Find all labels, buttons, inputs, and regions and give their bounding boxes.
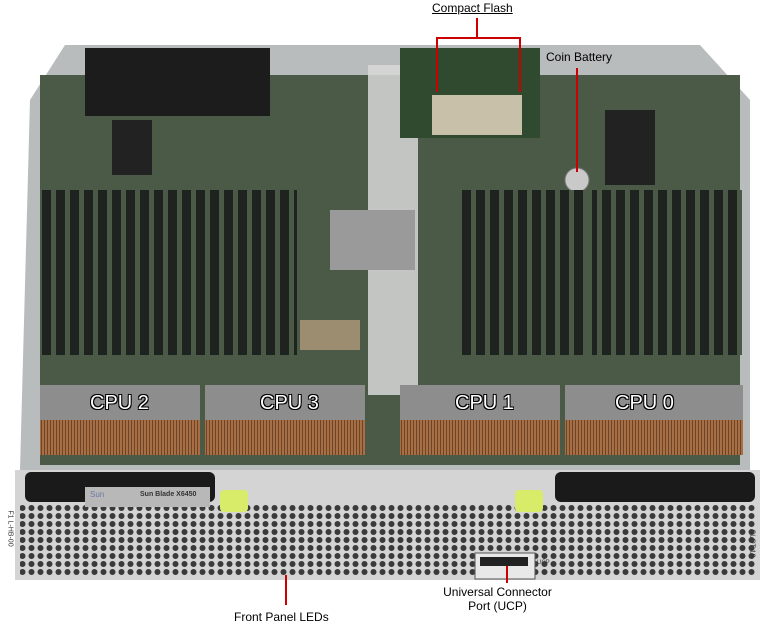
brand-logo: Sun: [90, 490, 105, 499]
power-connector: [85, 48, 270, 116]
ucp-label-line2: Port (UCP): [468, 599, 527, 613]
compact-flash-slot: [432, 95, 522, 135]
ucp-label: Universal Connector Port (UCP): [440, 585, 555, 613]
ucp-port-label: UCP: [537, 560, 550, 566]
compact-flash-label: Compact Flash: [432, 1, 513, 15]
cpu-0-label: CPU 0: [615, 392, 674, 414]
cpu-heatsinks: [40, 385, 743, 455]
callout-lines: [285, 18, 578, 605]
front-panel-leds-label: Front Panel LEDs: [234, 610, 329, 624]
slot-label: SLOT 10: [748, 529, 756, 558]
chip: [605, 110, 655, 185]
chipset-heatsink: [330, 210, 415, 270]
part-label: F1 L-HB-00: [6, 510, 14, 547]
dimm-bank: [40, 190, 180, 355]
dimm-bank: [592, 190, 742, 355]
ucp-label-line1: Universal Connector: [443, 585, 552, 599]
latch: [515, 490, 543, 512]
chip: [112, 120, 152, 175]
model-plate: [85, 487, 210, 507]
dimm-bank: [182, 190, 297, 355]
model-name: Sun Blade X6450: [140, 491, 197, 498]
chip: [300, 320, 360, 350]
coin-battery-label: Coin Battery: [546, 50, 613, 64]
dimm-bank: [458, 190, 588, 355]
ejector-handle-right: [555, 472, 755, 502]
cpu-3-label: CPU 3: [260, 392, 319, 414]
cpu-2-label: CPU 2: [90, 392, 149, 414]
latch: [220, 490, 248, 512]
vent-holes: [20, 505, 755, 575]
cpu-1-label: CPU 1: [455, 392, 514, 414]
